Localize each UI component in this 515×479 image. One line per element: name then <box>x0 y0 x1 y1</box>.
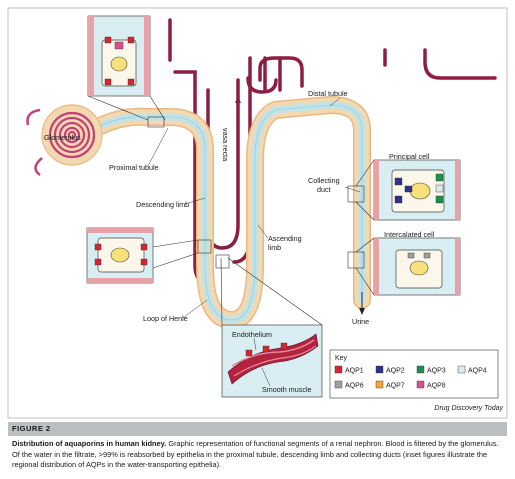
label-intercalated-cell: Intercalated cell <box>384 230 435 239</box>
key-label-aqp4: AQP4 <box>468 368 487 375</box>
key-swatch-aqp6 <box>334 380 343 389</box>
connector-lines <box>87 95 375 326</box>
key-box <box>329 349 499 399</box>
label-endothelium: Endothelium <box>232 330 272 339</box>
afferent-vessel <box>26 108 43 177</box>
figure-label: FIGURE 2 <box>12 424 51 433</box>
label-ascending-limb-line1: Ascending <box>268 234 302 243</box>
label-vasa-recta: vasa recta <box>221 128 230 161</box>
key-label-aqp8: AQP8 <box>427 383 446 390</box>
label-loop-of-henle: Loop of Henle <box>143 314 188 323</box>
label-collecting-duct-line1: Collecting <box>308 176 340 185</box>
vessel-segment <box>263 56 282 92</box>
caption-band <box>8 422 507 436</box>
vessel-segment <box>258 56 304 88</box>
key-swatch-aqp8 <box>416 380 425 389</box>
label-distal-tubule: Distal tubule <box>308 89 348 98</box>
tubule-centerline <box>91 104 363 321</box>
key-label-aqp2: AQP2 <box>386 368 405 375</box>
figure-frame <box>7 7 508 419</box>
inset-intercalated-cell <box>373 237 461 296</box>
label-descending-limb: Descending limb <box>136 200 189 209</box>
inset-principal-cell <box>373 159 461 221</box>
inset-vasa-recta <box>221 324 323 398</box>
key-title: Key <box>335 355 348 362</box>
key-label-aqp7: AQP7 <box>386 383 405 390</box>
label-glomerulus: Glomerulus <box>44 133 81 142</box>
caption-text: Graphic representation of functional seg… <box>12 439 499 469</box>
source-credit: Drug Discovery Today <box>434 405 503 412</box>
inset-descending-limb-cell <box>86 227 154 284</box>
label-ascending-limb-line2: limb <box>268 243 281 252</box>
label-collecting-duct-line2: duct <box>317 185 331 194</box>
key-swatch-aqp4 <box>457 365 466 374</box>
label-smooth-muscle: Smooth muscle <box>262 385 312 394</box>
key-swatch-aqp3 <box>416 365 425 374</box>
key-label-aqp1: AQP1 <box>345 368 364 375</box>
arrowhead <box>359 308 365 315</box>
leader-lines <box>147 97 361 387</box>
glomerulus <box>26 104 103 177</box>
key-swatch-aqp1 <box>334 365 343 374</box>
figure-caption: Distribution of aquaporins in human kidn… <box>12 439 507 471</box>
key-swatch-aqp2 <box>375 365 384 374</box>
key-label-aqp3: AQP3 <box>427 368 446 375</box>
label-principal-cell: Principal cell <box>389 152 430 161</box>
inset-proximal-cell <box>87 15 151 97</box>
nephron-tubule <box>83 96 371 329</box>
label-proximal-tubule: Proximal tubule <box>109 163 159 172</box>
vessel-segment <box>423 48 497 80</box>
arrowhead <box>235 96 241 103</box>
vessel-segment <box>246 76 278 94</box>
key-swatch-aqp7 <box>375 380 384 389</box>
capillary-tuft <box>48 111 96 159</box>
key-label-aqp6: AQP6 <box>345 383 364 390</box>
label-urine: Urine <box>352 317 369 326</box>
caption-title: Distribution of aquaporins in human kidn… <box>12 439 167 448</box>
